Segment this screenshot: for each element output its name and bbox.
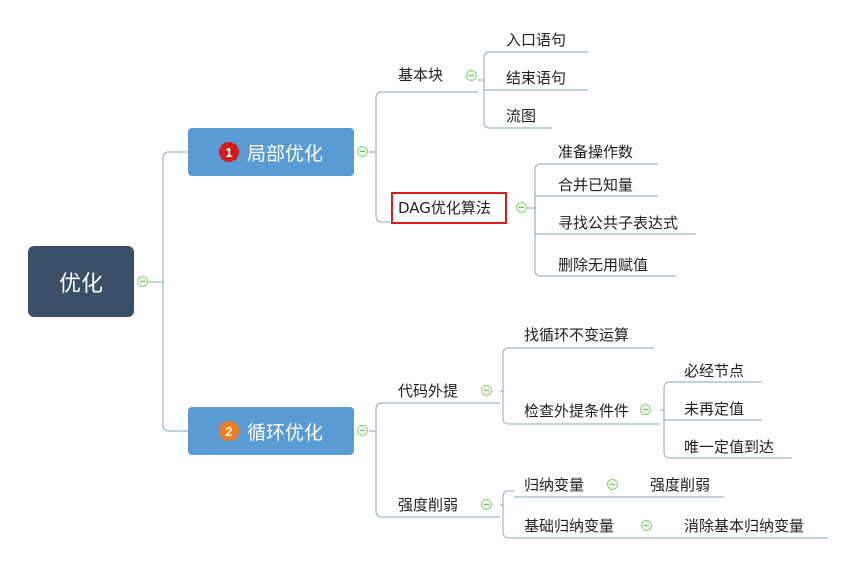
leaf-topic[interactable]: 结束语句 <box>506 69 567 87</box>
leaf-topic[interactable]: 删除无用赋值 <box>558 256 649 274</box>
topic-collapse-icon[interactable] <box>516 202 527 213</box>
topic-collapse-icon[interactable] <box>481 385 492 396</box>
priority-1-icon: 1 <box>218 142 239 162</box>
root-collapse-icon[interactable] <box>137 276 148 287</box>
leaf-topic[interactable]: 准备操作数 <box>558 143 634 161</box>
leaf-topic[interactable]: 流图 <box>506 107 537 125</box>
topic-collapse-icon[interactable] <box>640 404 651 415</box>
branch-node-local-opt[interactable]: 1 局部优化 <box>188 128 354 176</box>
branch-label: 循环优化 <box>246 421 323 444</box>
root-node[interactable]: 优化 <box>28 246 134 317</box>
priority-2-icon: 2 <box>218 421 239 441</box>
topic-basic-induction-variable[interactable]: 基础归纳变量 <box>524 517 615 535</box>
topic-collapse-icon[interactable] <box>466 70 477 81</box>
leaf-topic[interactable]: 必经节点 <box>684 362 745 380</box>
leaf-topic[interactable]: 消除基本归纳变量 <box>684 517 805 535</box>
highlight-box <box>391 192 507 224</box>
topic-collapse-icon[interactable] <box>607 479 618 490</box>
topic-check-conditions[interactable]: 检查外提条件件 <box>524 402 630 420</box>
topic-strength-reduction[interactable]: 强度削弱 <box>398 496 459 514</box>
topic-collapse-icon[interactable] <box>481 499 492 510</box>
leaf-topic[interactable]: 唯一定值到达 <box>684 438 775 456</box>
leaf-topic[interactable]: 合并已知量 <box>558 176 634 194</box>
leaf-topic[interactable]: 寻找公共子表达式 <box>558 214 679 232</box>
leaf-topic[interactable]: 强度削弱 <box>650 476 711 494</box>
leaf-topic[interactable]: 入口语句 <box>506 31 567 49</box>
branch-collapse-icon[interactable] <box>357 425 368 436</box>
leaf-topic[interactable]: 找循环不变运算 <box>524 326 630 344</box>
topic-basic-block[interactable]: 基本块 <box>398 66 444 84</box>
branch-label: 局部优化 <box>246 142 323 165</box>
topic-code-motion[interactable]: 代码外提 <box>398 382 459 400</box>
root-label: 优化 <box>58 271 103 297</box>
topic-dag-algorithm[interactable]: DAG优化算法 <box>398 199 491 217</box>
topic-collapse-icon[interactable] <box>641 520 652 531</box>
leaf-topic[interactable]: 未再定值 <box>684 400 745 418</box>
branch-collapse-icon[interactable] <box>357 146 368 157</box>
branch-node-loop-opt[interactable]: 2 循环优化 <box>188 407 354 455</box>
topic-induction-variable[interactable]: 归纳变量 <box>524 476 585 494</box>
